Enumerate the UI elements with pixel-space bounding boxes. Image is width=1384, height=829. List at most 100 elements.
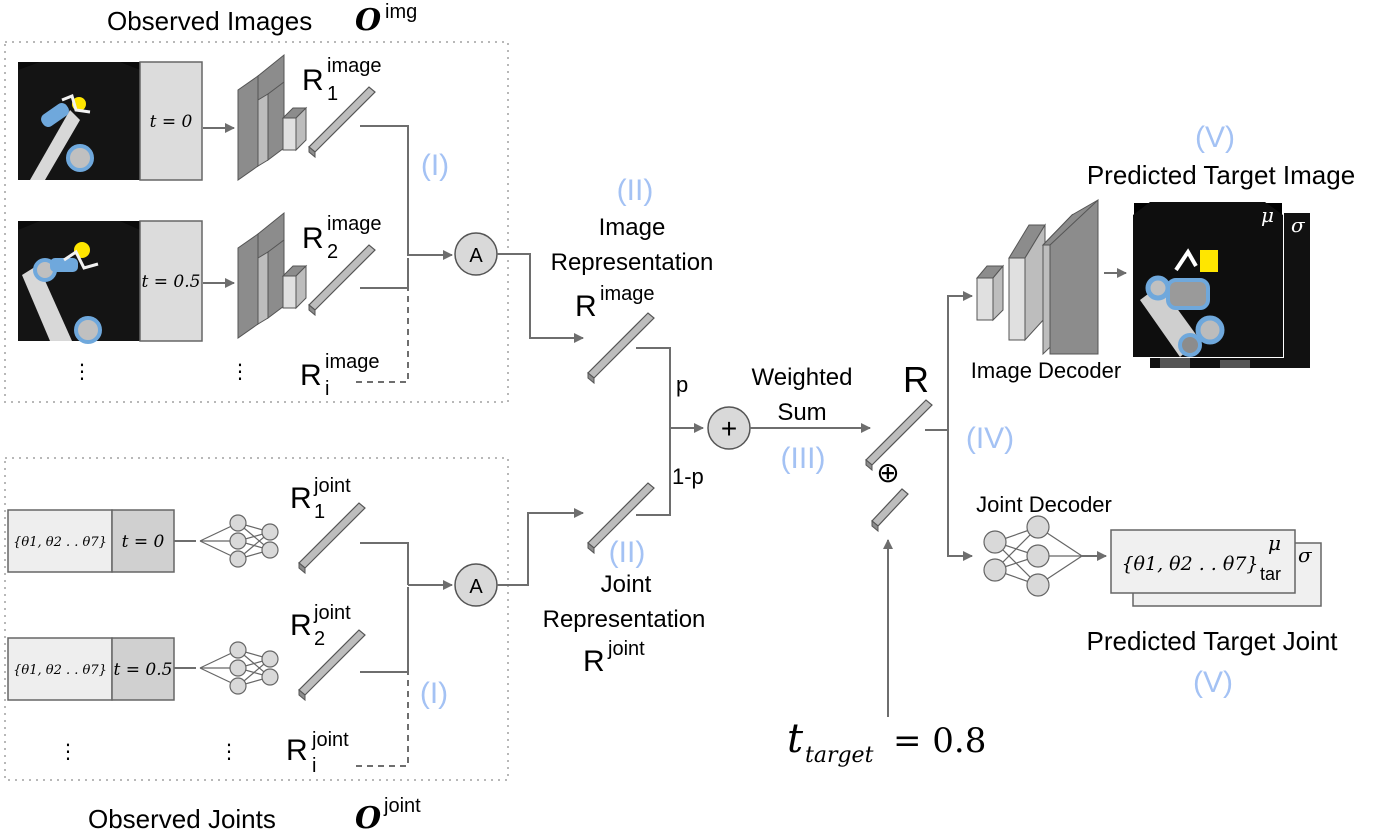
stage-label-III: (III) bbox=[781, 442, 826, 475]
latent-bar-image-2 bbox=[308, 244, 376, 316]
r-joint-i-base: R bbox=[286, 734, 308, 767]
observed-images-superscript: img bbox=[385, 1, 417, 23]
stage-label-II-bottom: (II) bbox=[609, 536, 646, 569]
observed-joints-superscript: joint bbox=[383, 795, 421, 817]
joint-row-1 bbox=[7, 509, 175, 573]
line-joint-rep-to-sum bbox=[636, 428, 671, 516]
images-ellipsis-mid: ⋮ bbox=[230, 361, 250, 383]
pred-image-label: Predicted Target Image bbox=[1087, 160, 1355, 190]
concat-symbol: ⊕ bbox=[876, 457, 899, 488]
r-image-1-sup: image bbox=[327, 55, 381, 77]
time-label-image-2: t = 0.5 bbox=[142, 272, 201, 292]
images-ellipsis-left: ⋮ bbox=[72, 361, 92, 383]
sigma-joint-label: σ bbox=[1298, 543, 1313, 567]
t-target-value: = 0.8 bbox=[893, 721, 986, 761]
p-label: p bbox=[676, 372, 688, 397]
stage-label-V-bottom: (V) bbox=[1193, 666, 1233, 699]
observed-joints-frame bbox=[4, 457, 509, 781]
stage-label-I-bottom: (I) bbox=[420, 677, 448, 710]
joint-rep-line2: Representation bbox=[543, 606, 706, 633]
sigma-image-label: σ bbox=[1291, 213, 1306, 237]
line-image-2 bbox=[360, 258, 409, 289]
time-box-image-2 bbox=[139, 220, 203, 342]
predicted-joint-mu bbox=[1110, 529, 1296, 594]
time-box-image-1 bbox=[139, 61, 203, 181]
joint-rep-sup: joint bbox=[607, 638, 645, 660]
line-joint-2 bbox=[360, 587, 409, 673]
observed-joints-label: Observed Joints bbox=[88, 804, 276, 829]
weighted-sum-plus: + bbox=[721, 413, 737, 444]
r-image-i-base: R bbox=[300, 359, 322, 392]
mu-image-label: μ bbox=[1261, 203, 1274, 227]
line-joint-1 bbox=[360, 542, 409, 585]
joint-time-2: t = 0.5 bbox=[114, 660, 173, 680]
image-encoder-cnn-1 bbox=[237, 53, 308, 181]
joint-decoder-label: Joint Decoder bbox=[976, 492, 1112, 517]
image-encoder-cnn-2 bbox=[237, 211, 308, 339]
observed-image-2 bbox=[18, 221, 140, 344]
weighted-sum-line2: Sum bbox=[777, 399, 826, 426]
latent-bar-image-1 bbox=[308, 86, 376, 158]
image-rep-line2: Representation bbox=[551, 249, 714, 276]
pred-joint-theta: {θ1, θ2 . . θ7} bbox=[1121, 553, 1258, 575]
r-joint-i-sub: i bbox=[312, 755, 316, 777]
r-image-2-base: R bbox=[302, 222, 324, 255]
joint-encoder-mlp-2 bbox=[199, 641, 279, 695]
r-joint-1-sup: joint bbox=[313, 475, 351, 497]
image-rep-line1: Image bbox=[599, 214, 666, 241]
observed-images-frame bbox=[4, 41, 509, 403]
r-image-2-sup: image bbox=[327, 213, 381, 235]
observed-images-label: Observed Images bbox=[107, 6, 312, 36]
r-joint-i-sup: joint bbox=[311, 729, 349, 751]
line-R-to-joint-decoder bbox=[947, 430, 973, 561]
joint-rep-R: R bbox=[583, 645, 605, 678]
joint-row-2 bbox=[7, 637, 175, 701]
joint-time-1: t = 0 bbox=[122, 532, 165, 552]
image-decoder-label: Image Decoder bbox=[971, 358, 1121, 383]
mu-joint-label: μ bbox=[1268, 531, 1281, 555]
one-minus-p-label: 1-p bbox=[672, 464, 704, 489]
r-image-i-sub: i bbox=[325, 378, 329, 400]
joints-ellipsis-left: ⋮ bbox=[58, 741, 78, 763]
r-joint-2-base: R bbox=[290, 609, 312, 642]
r-image-2-sub: 2 bbox=[327, 241, 338, 263]
aggregator-image-label: A bbox=[469, 245, 483, 267]
r-joint-1-sub: 1 bbox=[314, 501, 325, 523]
image-decoder-cnn bbox=[975, 198, 1099, 356]
r-image-1-sub: 1 bbox=[327, 83, 338, 105]
line-image-rep-to-sum bbox=[636, 347, 704, 433]
tar-label: tar bbox=[1260, 564, 1281, 584]
r-joint-1-base: R bbox=[290, 482, 312, 515]
target-time-bar bbox=[871, 488, 909, 533]
joint-rep-line1: Joint bbox=[601, 571, 652, 598]
weighted-sum-line1: Weighted bbox=[752, 364, 853, 391]
stage-label-II-top: (II) bbox=[617, 174, 654, 207]
line-image-1 bbox=[360, 125, 409, 256]
time-label-image-1: t = 0 bbox=[150, 112, 193, 132]
observed-joints-symbol: O bbox=[355, 801, 381, 829]
r-image-i-sup: image bbox=[325, 351, 379, 373]
R-label: R bbox=[903, 359, 929, 400]
observed-image-1 bbox=[18, 62, 140, 180]
image-rep-R: R bbox=[575, 290, 597, 323]
r-joint-2-sup: joint bbox=[313, 602, 351, 624]
image-rep-sup: image bbox=[600, 283, 654, 305]
stage-label-I-top: (I) bbox=[421, 149, 449, 182]
aggregator-joint-label: A bbox=[469, 576, 483, 598]
joint-theta-1: {θ1, θ2 . . θ7} bbox=[13, 535, 107, 550]
line-R-to-image-decoder bbox=[925, 291, 973, 431]
predicted-image-mu bbox=[1132, 201, 1284, 358]
joint-decoder-mlp bbox=[983, 515, 1083, 597]
joint-theta-2: {θ1, θ2 . . θ7} bbox=[13, 663, 107, 678]
line-to-joint-rep bbox=[497, 508, 584, 586]
r-image-1-base: R bbox=[302, 64, 324, 97]
line-image-i bbox=[356, 262, 409, 383]
t-target-t: t bbox=[787, 716, 804, 762]
t-target-sub: target bbox=[805, 743, 874, 768]
observed-images-symbol: O bbox=[355, 3, 381, 38]
r-joint-2-sub: 2 bbox=[314, 628, 325, 650]
joint-encoder-mlp-1 bbox=[199, 514, 279, 568]
pred-joint-label: Predicted Target Joint bbox=[1087, 626, 1339, 656]
stage-label-IV: (IV) bbox=[966, 422, 1014, 455]
stage-label-V-top: (V) bbox=[1195, 121, 1235, 154]
